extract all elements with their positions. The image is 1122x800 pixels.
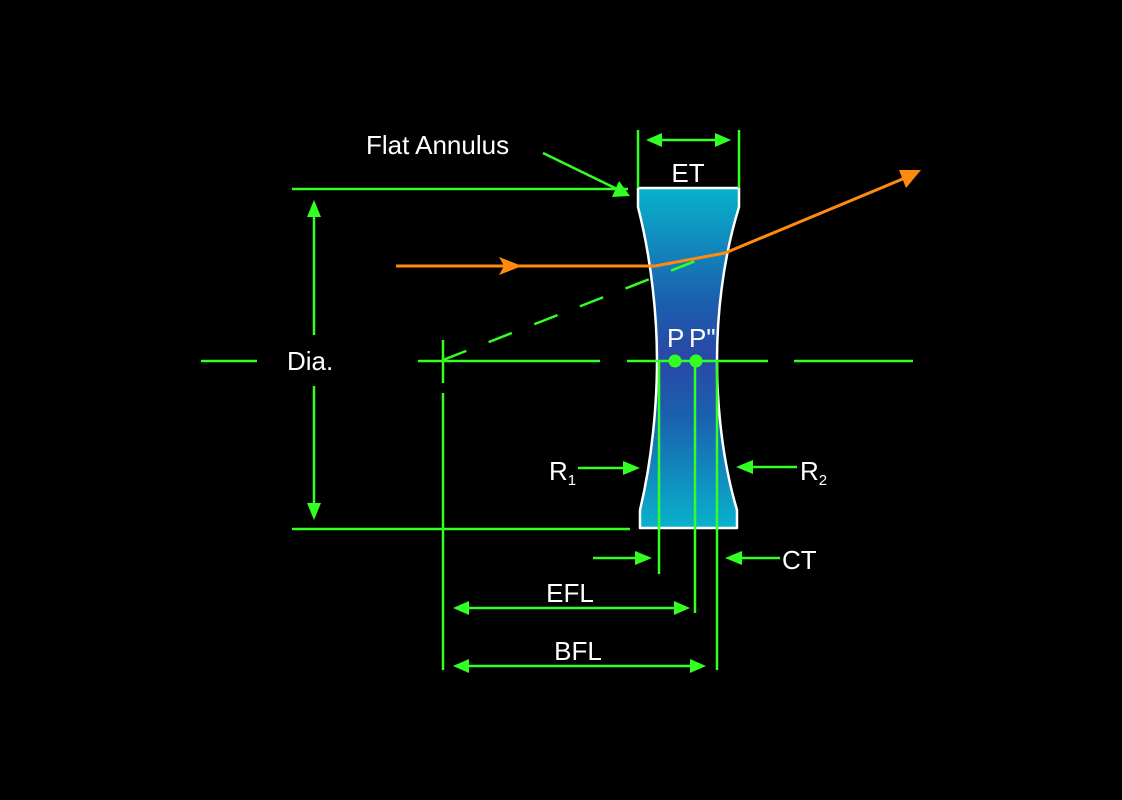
principal-point-dot [668, 354, 682, 368]
flat-annulus-arrowhead [612, 181, 630, 197]
r2-arrowhead [736, 460, 753, 474]
ray-direction-arrowhead [499, 257, 522, 275]
ray-exit-arrowhead [899, 170, 921, 188]
ct-left-arrowhead [635, 551, 652, 565]
et-label: ET [671, 158, 704, 188]
r2-label-subscript: 2 [819, 472, 827, 489]
r1-arrowhead [623, 461, 640, 475]
principal-point-label: P [667, 323, 684, 353]
efl-label: EFL [546, 578, 594, 608]
flat-annulus-leader [542, 151, 618, 191]
r1-label: R1 [549, 456, 576, 489]
r1-label-subscript: 1 [568, 472, 576, 489]
diameter-arrowhead-up [307, 200, 321, 217]
flat-annulus-label: Flat Annulus [366, 130, 509, 160]
bfl-arrowhead-right [690, 659, 706, 673]
ct-label: CT [782, 545, 817, 575]
lens-body [636, 186, 741, 530]
diameter-arrowhead-down [307, 503, 321, 520]
bfl-arrowhead-left [453, 659, 469, 673]
r2-label-main: R [800, 456, 819, 486]
efl-arrowhead-right [674, 601, 690, 615]
et-arrowhead-left [646, 133, 662, 147]
light-ray [396, 176, 906, 268]
secondary-principal-point-label: P" [689, 323, 716, 353]
r1-label-main: R [549, 456, 568, 486]
bfl-label: BFL [554, 636, 602, 666]
secondary-principal-point-dot [689, 354, 703, 368]
ct-right-arrowhead [725, 551, 742, 565]
r2-label: R2 [800, 456, 827, 489]
et-arrowhead-right [715, 133, 731, 147]
efl-arrowhead-left [453, 601, 469, 615]
diameter-label: Dia. [287, 346, 333, 376]
